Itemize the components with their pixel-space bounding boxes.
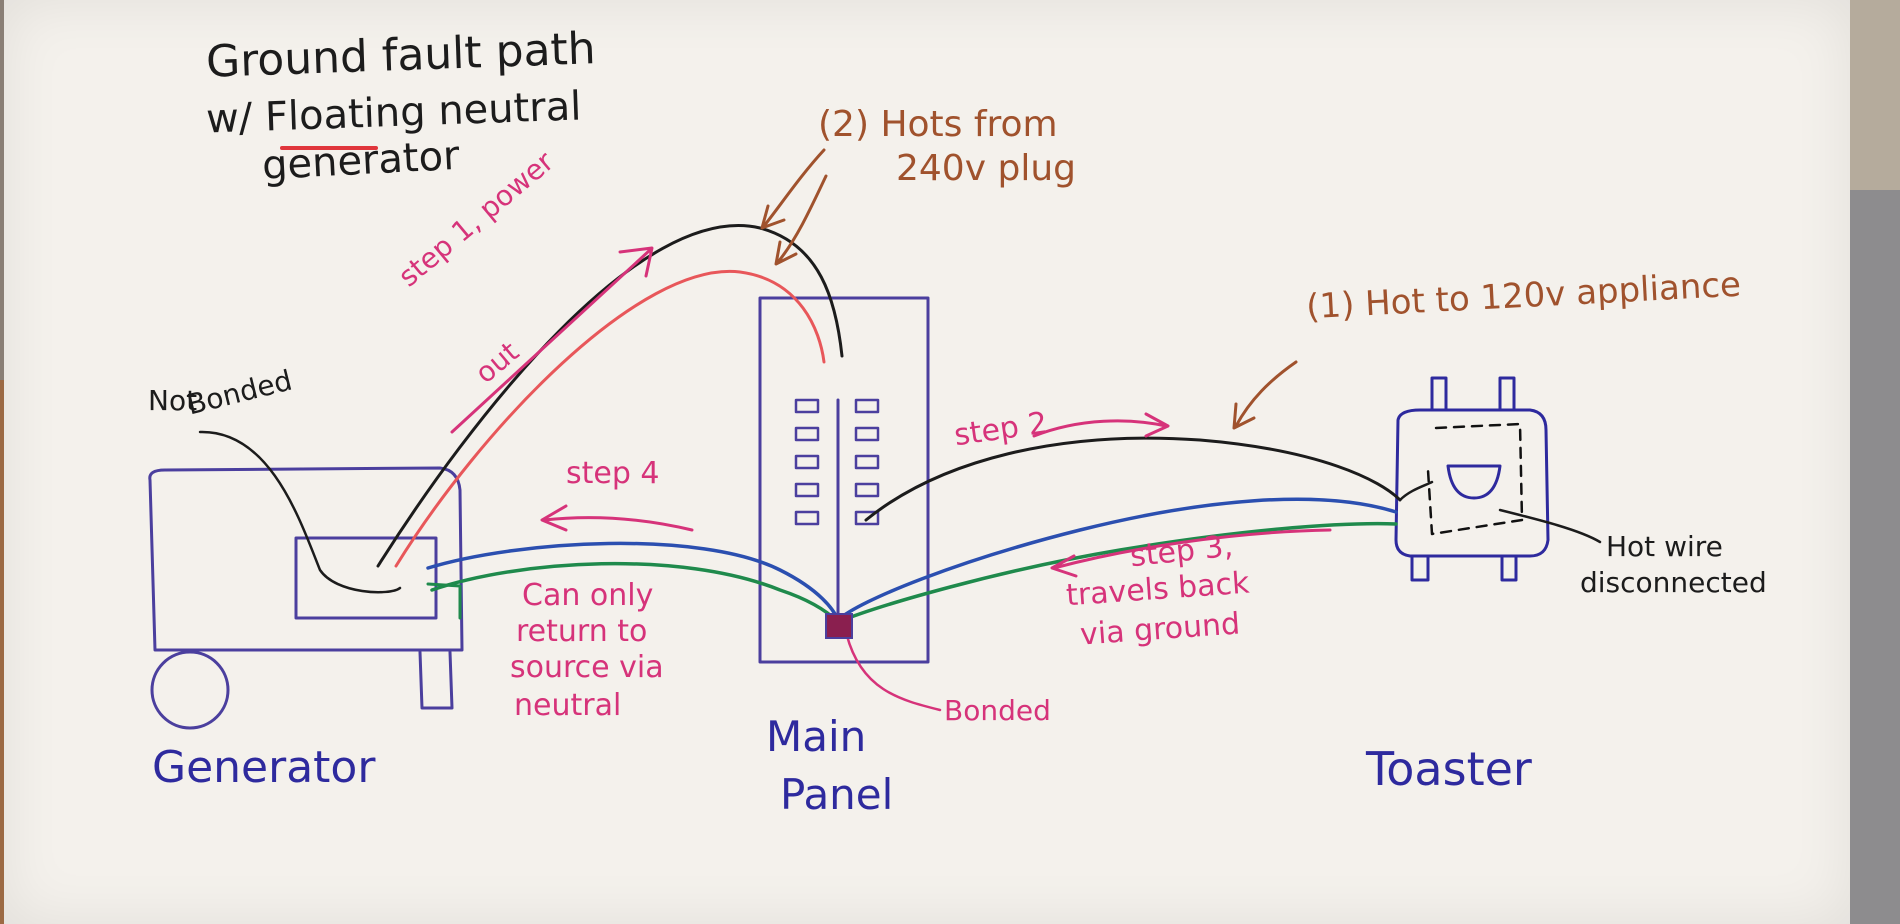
generator-wheel	[150, 650, 230, 730]
component-main-panel-label-line1: Main	[766, 712, 867, 761]
wire-blue-neutral	[426, 497, 1398, 622]
step2-arrow	[1032, 412, 1170, 438]
wire-black-hot-120	[864, 436, 1402, 522]
label-can-only-line3: source via	[510, 650, 664, 685]
generator-ground-link	[426, 582, 462, 620]
label-can-only-line2: return to	[516, 614, 648, 649]
label-hots-240-line2: 240v plug	[896, 148, 1076, 189]
component-toaster-label: Toaster	[1366, 742, 1532, 796]
panel-breakers-left	[794, 398, 820, 526]
step4-arrow	[540, 504, 694, 532]
label-step4: step 4	[566, 456, 660, 491]
hots-240-arrow-2	[774, 174, 828, 266]
toaster-foot-right	[1500, 554, 1518, 582]
main-panel-box	[758, 296, 930, 664]
toaster-element	[1446, 464, 1502, 500]
toaster-drawing	[1394, 376, 1550, 582]
wire-red-hot-240	[394, 269, 826, 568]
label-hots-240-line1: (2) Hots from	[818, 104, 1058, 145]
step3-arrow	[1050, 528, 1332, 578]
label-hot-disconnected-line2: disconnected	[1580, 566, 1767, 599]
panel-breakers-right	[854, 398, 880, 526]
toaster-hot-stub	[1398, 480, 1434, 502]
generator-body	[148, 466, 464, 652]
toaster-slot-right	[1498, 376, 1516, 412]
bond-block	[825, 613, 853, 639]
toaster-fault-loop	[1426, 422, 1524, 536]
wire-black-hot-240	[376, 224, 844, 568]
not-bonded-pointer	[198, 430, 402, 594]
bonded-pointer	[844, 630, 942, 712]
component-generator-label: Generator	[152, 742, 376, 793]
component-main-panel-label-line2: Panel	[780, 770, 894, 819]
label-not-bonded-line1: Not	[148, 384, 198, 417]
hot-120-arrow	[1232, 360, 1298, 430]
step1-arrow	[450, 246, 654, 434]
toaster-foot-left	[1410, 554, 1430, 582]
generator-panel	[294, 536, 438, 620]
toaster-body	[1394, 408, 1550, 558]
toaster-slot-left	[1430, 376, 1448, 412]
label-can-only-line1: Can only	[522, 578, 654, 613]
label-can-only-line4: neutral	[514, 688, 622, 723]
hots-240-arrow-1	[760, 148, 826, 230]
hot-disconnected-pointer	[1498, 508, 1602, 544]
wire-green-ground	[430, 521, 1398, 624]
label-hot-disconnected-line1: Hot wire	[1606, 530, 1723, 563]
label-bonded: Bonded	[944, 694, 1051, 727]
generator-drawing	[148, 466, 464, 730]
generator-leg	[418, 650, 454, 710]
main-panel-drawing	[758, 296, 930, 664]
